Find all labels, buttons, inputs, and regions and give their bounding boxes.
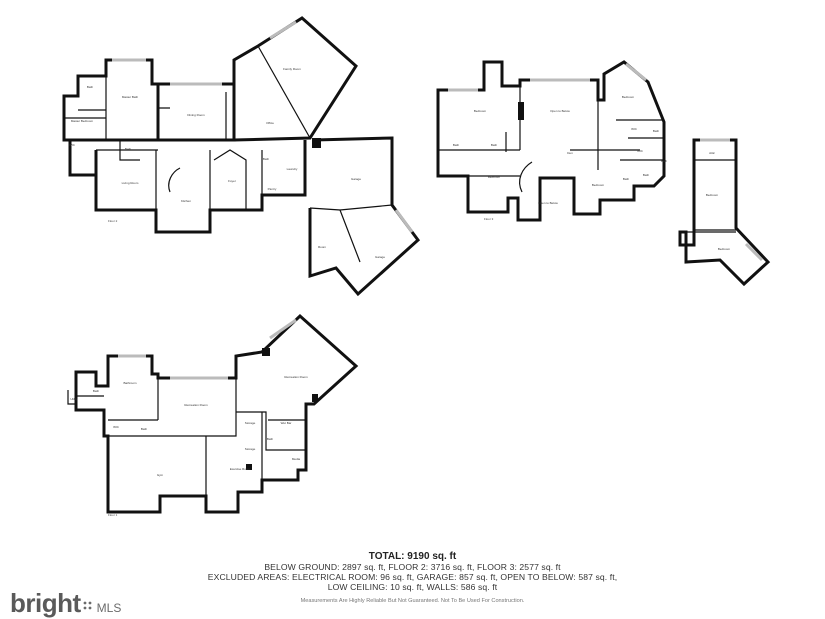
excluded-areas-line: EXCLUDED AREAS: ELECTRICAL ROOM: 96 sq. … [207, 572, 618, 582]
below-ground-room-labels: Bath Utility Bathroom Recreation Room Re… [70, 375, 308, 477]
floor-2-room-labels: Bath Master Bath Master Bedroom WIC Bath… [69, 67, 385, 259]
room-label: Storage [245, 447, 256, 451]
logo-suffix: MLS [96, 601, 122, 615]
room-label: Bedroom [592, 183, 605, 187]
room-label: Bath [623, 177, 630, 181]
room-label: Garage [351, 177, 361, 181]
room-label: Bedroom [474, 109, 487, 113]
room-label: Utility [70, 397, 78, 401]
logo-dots-icon [83, 601, 92, 610]
room-label: Foyer [228, 179, 236, 183]
room-label: Recreation Room [184, 403, 208, 407]
room-label: WIC [631, 127, 638, 131]
room-label: Garage [375, 255, 385, 259]
floor-areas-line: BELOW GROUND: 2897 sq. ft, FLOOR 2: 3716… [264, 562, 561, 572]
disclaimer: Measurements Are Highly Reliable But Not… [300, 598, 525, 604]
room-label: WIC [113, 425, 120, 429]
room-label: Attic [709, 151, 715, 155]
room-label: Bath [661, 159, 668, 163]
total-area: TOTAL: 9190 sq. ft [368, 551, 457, 562]
bright-mls-logo: bright MLS [10, 588, 121, 619]
room-label: WIC [69, 143, 76, 147]
room-label: Bedroom [706, 193, 719, 197]
floor-3-tag: Floor 3 [484, 217, 494, 221]
logo-brand: bright [10, 588, 81, 618]
room-label: Bathroom [123, 381, 137, 385]
floor-plan-below-ground: Floor 1 Bath Utility Bathroom Recreation… [67, 313, 359, 517]
room-label: WIC [637, 149, 644, 153]
floor-plans: Floor 2 Bath Master Bath Master Bedroom … [62, 16, 771, 517]
room-label: Open to Below [538, 201, 559, 205]
attic-wing-room-labels: Attic Bedroom Bedroom [706, 151, 731, 251]
room-label: Wet Bar [281, 421, 292, 425]
room-label: Open to Below [550, 109, 571, 113]
room-label: Bath [453, 143, 460, 147]
room-label: Living Room [122, 181, 139, 185]
room-label: Dining Room [187, 113, 205, 117]
room-label: Recreation Room [284, 375, 308, 379]
room-label: Bath [491, 143, 498, 147]
room-label: Room [318, 245, 327, 249]
room-label: Bath [141, 427, 148, 431]
room-label: Bedroom [488, 175, 501, 179]
excluded-areas-line-2: LOW CEILING: 10 sq. ft, WALLS: 586 sq. f… [327, 582, 498, 592]
room-label: Bath [267, 437, 274, 441]
room-label: Den [567, 151, 573, 155]
floor-2-tag: Floor 2 [108, 219, 118, 223]
room-label: Storage [245, 421, 256, 425]
room-label: Bedroom [622, 95, 635, 99]
room-label: Family Room [283, 67, 301, 71]
floor-plan-floor-3: Floor 3 Bedroom Bath Bath Open to Below … [436, 60, 668, 222]
room-label: Office [266, 121, 274, 125]
room-label: Media [292, 457, 301, 461]
room-label: Kitchen [181, 199, 191, 203]
room-label: Exercise Room [230, 467, 251, 471]
room-label: Bedroom [718, 247, 731, 251]
room-label: Bath [125, 147, 132, 151]
below-ground-tag: Floor 1 [108, 513, 118, 517]
room-label: Bath [653, 129, 660, 133]
floor-plan-floor-2: Floor 2 Bath Master Bath Master Bedroom … [62, 16, 421, 297]
room-label: Master Bedroom [71, 119, 94, 123]
room-label: Bath [87, 85, 94, 89]
room-label: Bath [93, 389, 100, 393]
room-label: Laundry [287, 167, 298, 171]
room-label: Bath [263, 157, 270, 161]
room-label: Bath [643, 173, 650, 177]
room-label: Pantry [268, 187, 277, 191]
room-label: Gym [157, 473, 164, 477]
room-label: Master Bath [122, 95, 139, 99]
floor-plan-attic-wing: Attic Bedroom Bedroom [678, 138, 771, 287]
floor-3-room-labels: Bedroom Bath Bath Open to Below Den Bedr… [453, 95, 668, 205]
